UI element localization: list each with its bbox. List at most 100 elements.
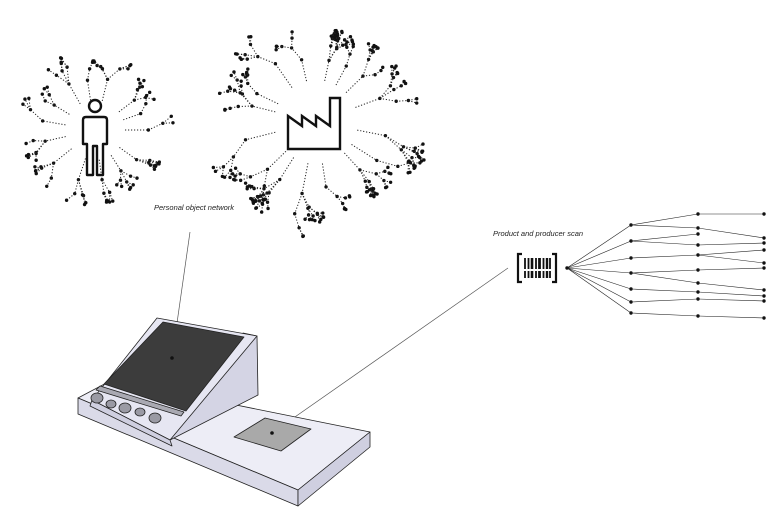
- network-node: [34, 158, 38, 162]
- network-link: [385, 135, 402, 151]
- network-node: [54, 73, 59, 77]
- network-link: [342, 203, 347, 210]
- network-node: [58, 56, 63, 60]
- network-link: [630, 312, 699, 317]
- network-node: [406, 171, 410, 175]
- network-node: [319, 217, 323, 222]
- network-link: [630, 233, 699, 242]
- network-link: [344, 152, 361, 171]
- network-node: [418, 161, 422, 165]
- network-node: [152, 167, 157, 171]
- network-link: [247, 56, 258, 60]
- network-link: [368, 43, 371, 51]
- network-link: [239, 92, 253, 107]
- network-node: [229, 73, 233, 78]
- network-link: [258, 192, 268, 202]
- person-object-network: [21, 56, 175, 207]
- network-node: [228, 175, 232, 180]
- network-node: [232, 177, 236, 182]
- network-node: [46, 68, 51, 72]
- network-link: [50, 163, 55, 179]
- barcode-scanner-icon: [516, 252, 558, 284]
- network-link: [101, 179, 105, 194]
- device-kiosk: [77, 317, 371, 507]
- network-node: [239, 79, 243, 83]
- network-link: [301, 163, 309, 194]
- network-link: [224, 107, 231, 111]
- network-link: [35, 167, 42, 172]
- network-node: [119, 184, 124, 189]
- network-node: [363, 179, 367, 183]
- network-link: [697, 254, 765, 264]
- network-node: [33, 168, 38, 173]
- network-link: [630, 272, 699, 284]
- network-link: [630, 298, 699, 303]
- network-link: [110, 155, 122, 172]
- network-node: [341, 43, 345, 47]
- network-link: [301, 193, 309, 209]
- network-link: [86, 80, 92, 101]
- device-knob-right[interactable]: [148, 412, 162, 424]
- device-base-side: [297, 431, 371, 507]
- network-node: [45, 85, 49, 89]
- network-node: [135, 176, 139, 180]
- network-node: [383, 185, 388, 190]
- network-link: [400, 149, 410, 162]
- network-link: [45, 136, 66, 142]
- network-link: [294, 213, 300, 228]
- network-link: [413, 150, 419, 157]
- device-button-1[interactable]: [105, 399, 117, 409]
- person-icon: [81, 98, 109, 177]
- network-node: [21, 102, 25, 106]
- network-link: [242, 74, 246, 78]
- network-node: [126, 67, 130, 71]
- network-node: [347, 194, 352, 198]
- network-link: [120, 170, 131, 177]
- network-node: [23, 97, 27, 101]
- network-link: [401, 149, 413, 159]
- network-link: [697, 242, 765, 246]
- device-button-3[interactable]: [134, 407, 146, 417]
- device-button-2[interactable]: [118, 402, 132, 414]
- network-link: [383, 180, 391, 183]
- network-node: [762, 266, 766, 270]
- network-link: [244, 73, 248, 78]
- network-node: [307, 217, 312, 222]
- device-knob-left[interactable]: [90, 392, 104, 404]
- network-node: [310, 217, 314, 222]
- network-link: [35, 140, 46, 154]
- network-node: [111, 199, 115, 203]
- network-node: [45, 184, 49, 189]
- network-node: [399, 84, 403, 88]
- network-link: [162, 115, 172, 124]
- network-node: [64, 198, 69, 202]
- network-link: [230, 156, 234, 171]
- network-node: [762, 261, 766, 265]
- network-node: [393, 66, 397, 70]
- network-node: [406, 98, 411, 103]
- network-node: [762, 316, 766, 320]
- network-node: [131, 183, 135, 187]
- network-link: [229, 86, 235, 91]
- network-link: [393, 72, 398, 78]
- network-node: [373, 72, 377, 77]
- network-node: [762, 236, 766, 240]
- network-node: [260, 201, 264, 205]
- network-link: [24, 98, 31, 110]
- network-node: [99, 64, 103, 69]
- network-link: [566, 257, 632, 269]
- network-link: [566, 224, 632, 269]
- network-node: [171, 121, 175, 125]
- network-node: [373, 191, 377, 196]
- network-node: [402, 79, 406, 84]
- network-link: [123, 113, 141, 121]
- network-node: [266, 206, 270, 211]
- network-link: [77, 158, 86, 180]
- network-link: [396, 100, 409, 102]
- network-link: [126, 181, 134, 186]
- network-node: [399, 148, 404, 152]
- network-node: [253, 199, 257, 203]
- network-node: [321, 211, 325, 215]
- network-link: [101, 179, 111, 193]
- network-node: [303, 217, 307, 221]
